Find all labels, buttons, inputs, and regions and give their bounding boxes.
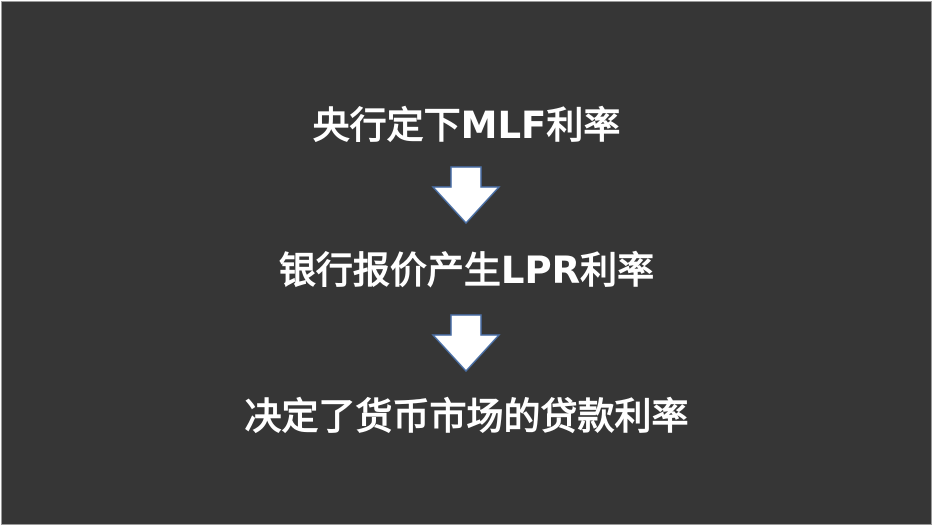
down-arrow-icon bbox=[430, 314, 501, 373]
flow-step-loan-rate: 决定了货币市场的贷款利率 bbox=[244, 395, 689, 438]
down-arrow-icon bbox=[430, 166, 501, 225]
flow-step-lpr-rate: 银行报价产生LPR利率 bbox=[278, 249, 655, 292]
flow-step-mlf-rate: 央行定下MLF利率 bbox=[312, 104, 621, 147]
